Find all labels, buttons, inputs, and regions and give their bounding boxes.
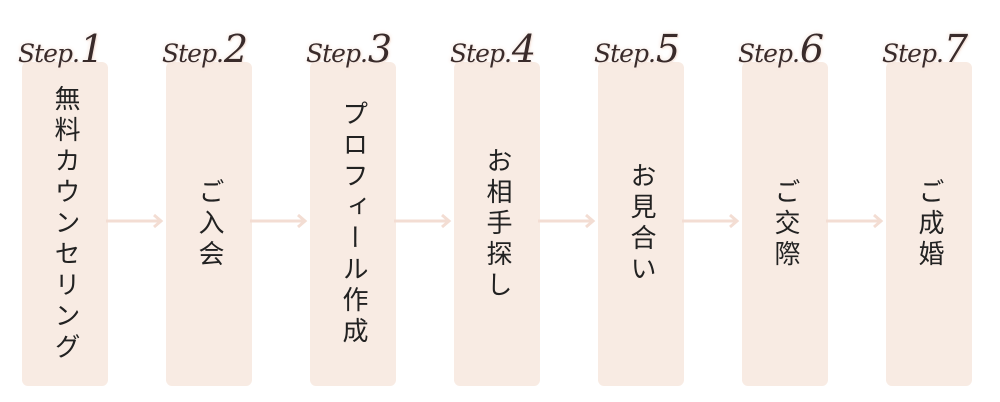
step-7-card xyxy=(886,62,972,386)
arrow-2-3 xyxy=(250,212,308,230)
step-1-number: 1 xyxy=(79,27,105,71)
step-5-label-box: お見合い xyxy=(598,62,684,386)
step-5: Step.5 お見合い xyxy=(594,24,684,386)
step-word: Step. xyxy=(882,39,944,68)
step-4-title: Step.4 xyxy=(450,24,560,68)
step-4-label: お相手探し xyxy=(482,146,512,302)
arrow-6-7 xyxy=(826,212,884,230)
step-3-label: プロフィール作成 xyxy=(338,100,368,348)
step-2-card xyxy=(166,62,252,386)
step-5-number: 5 xyxy=(655,27,681,71)
step-3-title: Step.3 xyxy=(306,24,416,68)
step-1-label: 無料カウンセリング xyxy=(50,84,80,364)
step-2-label: ご入会 xyxy=(194,177,224,271)
arrow-3-4 xyxy=(394,212,452,230)
step-1-title: Step.1 xyxy=(18,24,128,68)
step-1: Step.1 無料カウンセリング xyxy=(18,24,108,386)
arrow-right-icon xyxy=(682,213,740,229)
step-2-number: 2 xyxy=(223,27,249,71)
step-word: Step. xyxy=(18,39,80,68)
step-7-label: ご成婚 xyxy=(914,177,944,271)
step-word: Step. xyxy=(594,39,656,68)
step-3-number: 3 xyxy=(367,27,393,71)
step-6: Step.6 ご交際 xyxy=(738,24,828,386)
step-6-number: 6 xyxy=(799,27,825,71)
step-6-title: Step.6 xyxy=(738,24,848,68)
step-2-label-box: ご入会 xyxy=(166,62,252,386)
step-5-card xyxy=(598,62,684,386)
step-3: Step.3 プロフィール作成 xyxy=(306,24,396,386)
step-7-title: Step.7 xyxy=(882,24,992,68)
step-1-label-box: 無料カウンセリング xyxy=(22,62,108,386)
step-word: Step. xyxy=(738,39,800,68)
step-6-label-box: ご交際 xyxy=(742,62,828,386)
step-2-title: Step.2 xyxy=(162,24,272,68)
arrow-right-icon xyxy=(538,213,596,229)
step-word: Step. xyxy=(162,39,224,68)
arrow-1-2 xyxy=(106,212,164,230)
step-6-card xyxy=(742,62,828,386)
arrow-4-5 xyxy=(538,212,596,230)
step-4-card xyxy=(454,62,540,386)
arrow-right-icon xyxy=(394,213,452,229)
step-4: Step.4 お相手探し xyxy=(450,24,540,386)
step-4-number: 4 xyxy=(511,27,537,71)
step-7-label-box: ご成婚 xyxy=(886,62,972,386)
arrow-right-icon xyxy=(250,213,308,229)
step-7: Step.7 ご成婚 xyxy=(882,24,972,386)
step-3-label-box: プロフィール作成 xyxy=(310,62,396,386)
step-4-label-box: お相手探し xyxy=(454,62,540,386)
step-1-card xyxy=(22,62,108,386)
step-5-label: お見合い xyxy=(626,162,656,286)
step-3-card xyxy=(310,62,396,386)
step-word: Step. xyxy=(450,39,512,68)
step-5-title: Step.5 xyxy=(594,24,704,68)
arrow-right-icon xyxy=(826,213,884,229)
arrow-5-6 xyxy=(682,212,740,230)
arrow-right-icon xyxy=(106,213,164,229)
step-7-number: 7 xyxy=(943,27,969,71)
step-6-label: ご交際 xyxy=(770,177,800,271)
step-2: Step.2 ご入会 xyxy=(162,24,252,386)
step-word: Step. xyxy=(306,39,368,68)
